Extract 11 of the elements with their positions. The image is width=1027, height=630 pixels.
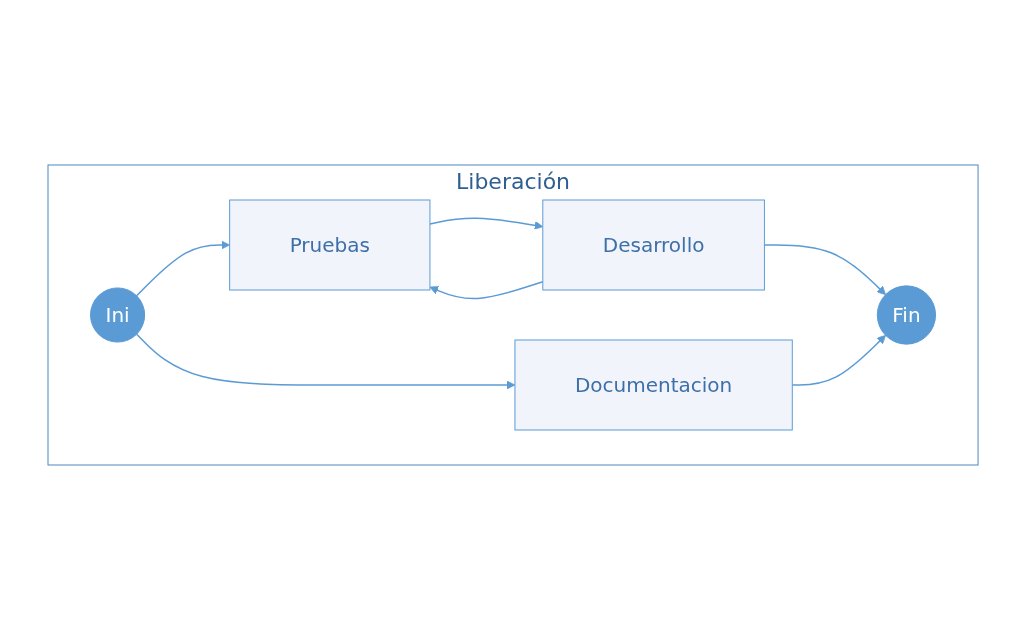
arrow — [429, 217, 544, 230]
arrow — [136, 333, 516, 390]
arrow — [136, 240, 231, 297]
arrow — [430, 280, 544, 300]
node-circle: Ini — [90, 287, 146, 343]
node-box: Desarrollo — [542, 199, 766, 291]
arrow — [792, 334, 887, 386]
arrow — [764, 244, 887, 296]
node-box: Pruebas — [229, 199, 431, 291]
node-box: Documentacion — [514, 339, 794, 431]
node-circle: Fin — [877, 285, 937, 345]
